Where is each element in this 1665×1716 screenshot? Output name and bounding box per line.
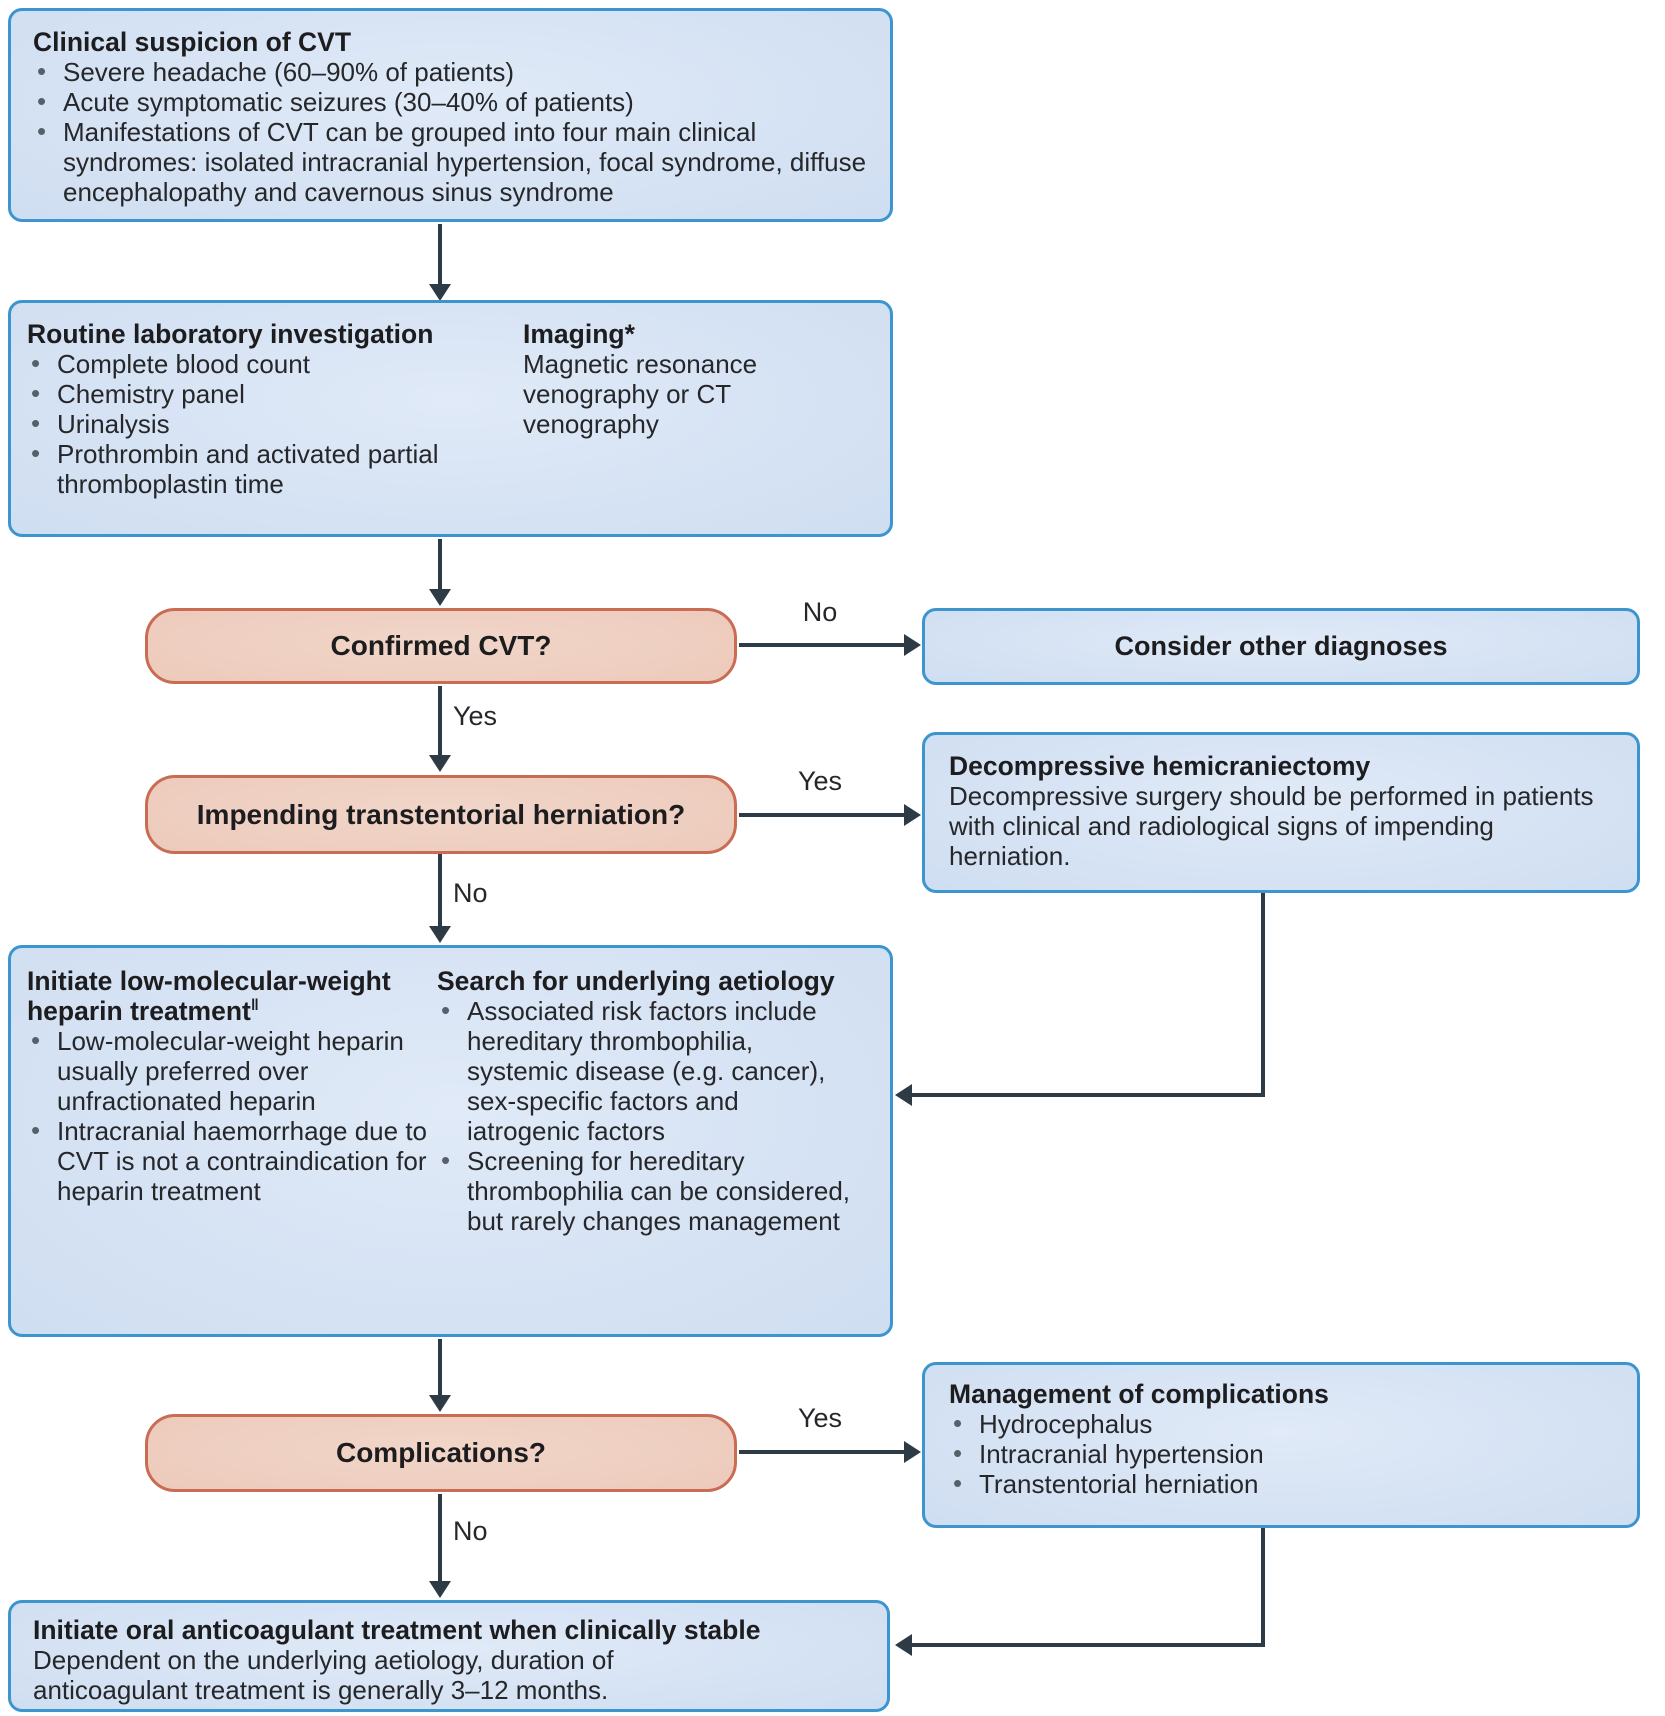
aetiology-title: Search for underlying aetiology <box>437 966 835 996</box>
arrow-herniation-yes-line <box>739 813 905 817</box>
heparin-title: Initiate low-molecular-weight heparin tr… <box>27 966 427 1026</box>
arrow-treatment-to-complications-head <box>429 1395 451 1412</box>
heparin-title-text: Initiate low-molecular-weight heparin tr… <box>27 966 391 1026</box>
oral-anticoagulant-text: Dependent on the underlying aetiology, d… <box>33 1645 614 1705</box>
list-item: Acute symptomatic seizures (30–40% of pa… <box>33 86 868 117</box>
arrow-complications-yes-head <box>904 1441 921 1463</box>
oral-anticoagulant-title: Initiate oral anticoagulant treatment wh… <box>33 1615 761 1645</box>
no-label: No <box>453 1516 488 1546</box>
imaging-column: Imaging* Magnetic resonance venography o… <box>523 319 823 439</box>
arrow-confirmed-no-line <box>739 643 905 647</box>
yes-label: Yes <box>453 701 498 731</box>
herniation-question: Impending transtentorial herniation? <box>196 798 686 830</box>
list-item: Intracranial haemorrhage due to CVT is n… <box>27 1115 427 1206</box>
oral-anticoagulant-box: Initiate oral anticoagulant treatment wh… <box>8 1600 890 1712</box>
aetiology-column: Search for underlying aetiology Associat… <box>437 966 857 1236</box>
arrow-workup-to-confirmed-line <box>438 539 442 590</box>
heparin-column: Initiate low-molecular-weight heparin tr… <box>27 966 427 1206</box>
yes-label: Yes <box>797 766 843 796</box>
list-item: Complete blood count <box>27 348 467 379</box>
arrow-herniation-no-head <box>429 926 451 943</box>
hemicraniectomy-title: Decompressive hemicraniectomy <box>949 751 1371 781</box>
lab-column: Routine laboratory investigation Complet… <box>27 319 467 499</box>
list-item: Prothrombin and activated partial thromb… <box>27 438 467 499</box>
heparin-list: Low-molecular-weight heparin usually pre… <box>27 1025 427 1206</box>
arrow-treatment-to-complications-line <box>438 1339 442 1396</box>
list-item: Severe headache (60–90% of patients) <box>33 56 868 87</box>
list-item: Hydrocephalus <box>949 1408 1613 1439</box>
elbow-management-hline <box>912 1643 1265 1647</box>
herniation-decision: Impending transtentorial herniation? <box>145 775 737 854</box>
clinical-suspicion-list: Severe headache (60–90% of patients) Acu… <box>33 56 868 207</box>
imaging-title: Imaging* <box>523 319 635 349</box>
lab-list: Complete blood count Chemistry panel Uri… <box>27 348 467 499</box>
management-box: Management of complications Hydrocephalu… <box>922 1362 1640 1528</box>
yes-label: Yes <box>797 1403 843 1433</box>
hemicraniectomy-text: Decompressive surgery should be performe… <box>949 781 1594 871</box>
arrow-suspicion-to-workup-line <box>438 224 442 285</box>
complications-question: Complications? <box>335 1437 546 1468</box>
lab-title: Routine laboratory investigation <box>27 319 434 349</box>
management-list: Hydrocephalus Intracranial hypertension … <box>949 1408 1613 1499</box>
confirmed-cvt-decision: Confirmed CVT? <box>145 608 737 684</box>
elbow-hemicraniectomy-vline <box>1261 893 1265 1097</box>
elbow-hemicraniectomy-head <box>895 1084 912 1106</box>
clinical-suspicion-title: Clinical suspicion of CVT <box>33 27 352 57</box>
list-item: Chemistry panel <box>27 378 467 409</box>
consider-other-diagnoses-box: Consider other diagnoses <box>922 608 1640 685</box>
arrow-suspicion-to-workup-head <box>429 284 451 301</box>
arrow-confirmed-no-head <box>904 634 921 656</box>
list-item: Low-molecular-weight heparin usually pre… <box>27 1025 427 1116</box>
arrow-herniation-yes-head <box>904 804 921 826</box>
management-title: Management of complications <box>949 1379 1329 1409</box>
arrow-complications-no-head <box>429 1581 451 1598</box>
arrow-confirmed-yes-line <box>438 686 442 756</box>
list-item: Urinalysis <box>27 408 467 439</box>
elbow-management-vline <box>1261 1528 1265 1647</box>
list-item: Associated risk factors include heredita… <box>437 995 857 1146</box>
hemicraniectomy-box: Decompressive hemicraniectomy Decompress… <box>922 732 1640 893</box>
workup-box: Routine laboratory investigation Complet… <box>8 300 893 537</box>
arrow-complications-yes-line <box>739 1450 905 1454</box>
heparin-footnote-mark: ‖ <box>250 997 259 1015</box>
list-item: Screening for hereditary thrombophilia c… <box>437 1145 857 1236</box>
list-item: Intracranial hypertension <box>949 1438 1613 1469</box>
consider-other-diagnoses-title: Consider other diagnoses <box>1114 631 1448 661</box>
arrow-herniation-no-line <box>438 854 442 927</box>
elbow-hemicraniectomy-hline <box>912 1093 1265 1097</box>
arrow-confirmed-yes-head <box>429 755 451 772</box>
no-label: No <box>802 597 838 627</box>
aetiology-list: Associated risk factors include heredita… <box>437 995 857 1236</box>
arrow-workup-to-confirmed-head <box>429 589 451 606</box>
confirmed-cvt-question: Confirmed CVT? <box>330 630 552 661</box>
list-item: Transtentorial herniation <box>949 1468 1613 1499</box>
clinical-suspicion-box: Clinical suspicion of CVT Severe headach… <box>8 8 893 222</box>
imaging-text: Magnetic resonance venography or CT veno… <box>523 349 758 439</box>
list-item: Manifestations of CVT can be grouped int… <box>33 116 868 207</box>
elbow-management-head <box>895 1634 912 1656</box>
arrow-complications-no-line <box>438 1494 442 1582</box>
no-label: No <box>453 878 488 908</box>
complications-decision: Complications? <box>145 1414 737 1492</box>
treatment-box: Initiate low-molecular-weight heparin tr… <box>8 945 893 1337</box>
